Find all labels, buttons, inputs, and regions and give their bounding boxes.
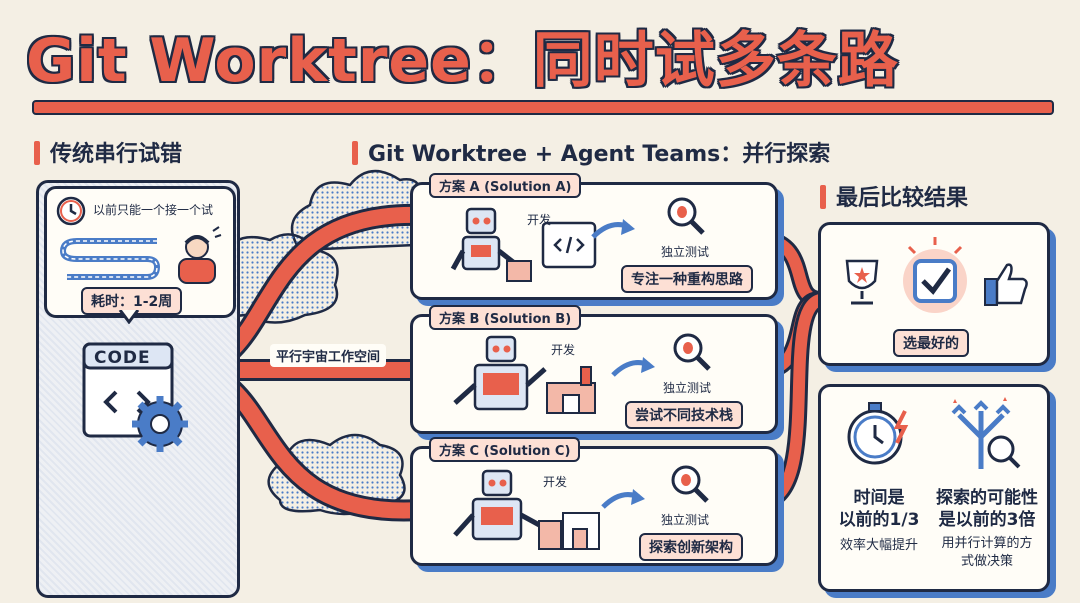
stat2-note2: 式做决策 [960,554,1013,569]
code-window: CODE [78,336,196,466]
code-label: CODE [94,348,151,368]
frustrated-person-icon [178,226,222,284]
arrow-icon [611,357,655,377]
solution-tag-b: 方案 B (Solution B) [429,305,582,330]
robot-icon [453,469,600,550]
stat2-line2: 是以前的3倍 [938,510,1036,530]
dev-label-a: 开发 [527,213,552,227]
result-chip-b: 尝试不同技术栈 [625,401,743,429]
robot-icon [453,335,596,414]
trophy-icon [845,259,879,305]
page-title: Git Worktree：同时试多条路 [26,26,899,96]
arrow-icon [601,489,645,509]
bug-search-icon [671,465,709,503]
dev-label-b: 开发 [551,343,576,357]
test-label-a: 独立测试 [661,245,710,259]
stat1-note: 效率大幅提升 [839,538,918,553]
compare-card: 选最好的 [818,222,1050,366]
result-chip-c: 探索创新架构 [639,533,743,561]
speech-tail [118,310,140,324]
bug-search-icon [667,197,705,235]
solution-card-c: 方案 C (Solution C) 开发 独立测试 探索创新架构 [410,437,778,566]
stat1-line1: 时间是 [853,488,905,508]
serial-note: 以前只能一个接一个试 [93,203,214,217]
dev-label-c: 开发 [543,475,568,489]
clock-icon [56,196,86,226]
serial-note-card: 以前只能一个接一个试 耗时：1-2周 [44,186,236,318]
stats-card: 时间是 以前的1/3 效率大幅提升 探索的可能性 是以前的3倍 用并行计算的方 … [818,384,1050,592]
branch-label: 平行宇宙工作空间 [276,350,381,365]
test-label-c: 独立测试 [661,513,710,527]
winding-path-icon [59,238,161,280]
test-label-b: 独立测试 [663,381,712,395]
thumbs-up-icon [984,263,1028,306]
code-window-icon [82,342,188,452]
bug-search-icon [673,333,711,371]
checkbox-icon [903,237,967,313]
result-chip-a: 专注一种重构思路 [621,265,753,293]
solution-tag-c: 方案 C (Solution C) [429,437,581,462]
branching-arrows-icon [951,397,1021,469]
robot-icon [450,207,597,282]
solution-card-a: 方案 A (Solution A) 开发 独立测试 专注一种重构思路 [410,173,778,300]
stat2-line1: 探索的可能性 [936,488,1038,508]
stopwatch-icon [847,402,909,465]
solution-card-b: 方案 B (Solution B) 开发 独立测试 尝试不同技术栈 [410,305,778,434]
stat1-line2: 以前的1/3 [838,510,920,530]
solution-tag-a: 方案 A (Solution A) [429,173,582,198]
pick-best-chip: 选最好的 [893,329,969,357]
arrow-icon [591,219,635,239]
branch-label-box: 平行宇宙工作空间 [270,344,387,367]
middle-heading: Git Worktree + Agent Teams：并行探索 [352,136,830,168]
title-underline [32,100,1054,115]
right-heading: 最后比较结果 [820,180,968,212]
left-heading: 传统串行试错 [34,136,182,168]
stat2-note1: 用并行计算的方 [941,536,1033,551]
gear-icon [132,396,188,452]
